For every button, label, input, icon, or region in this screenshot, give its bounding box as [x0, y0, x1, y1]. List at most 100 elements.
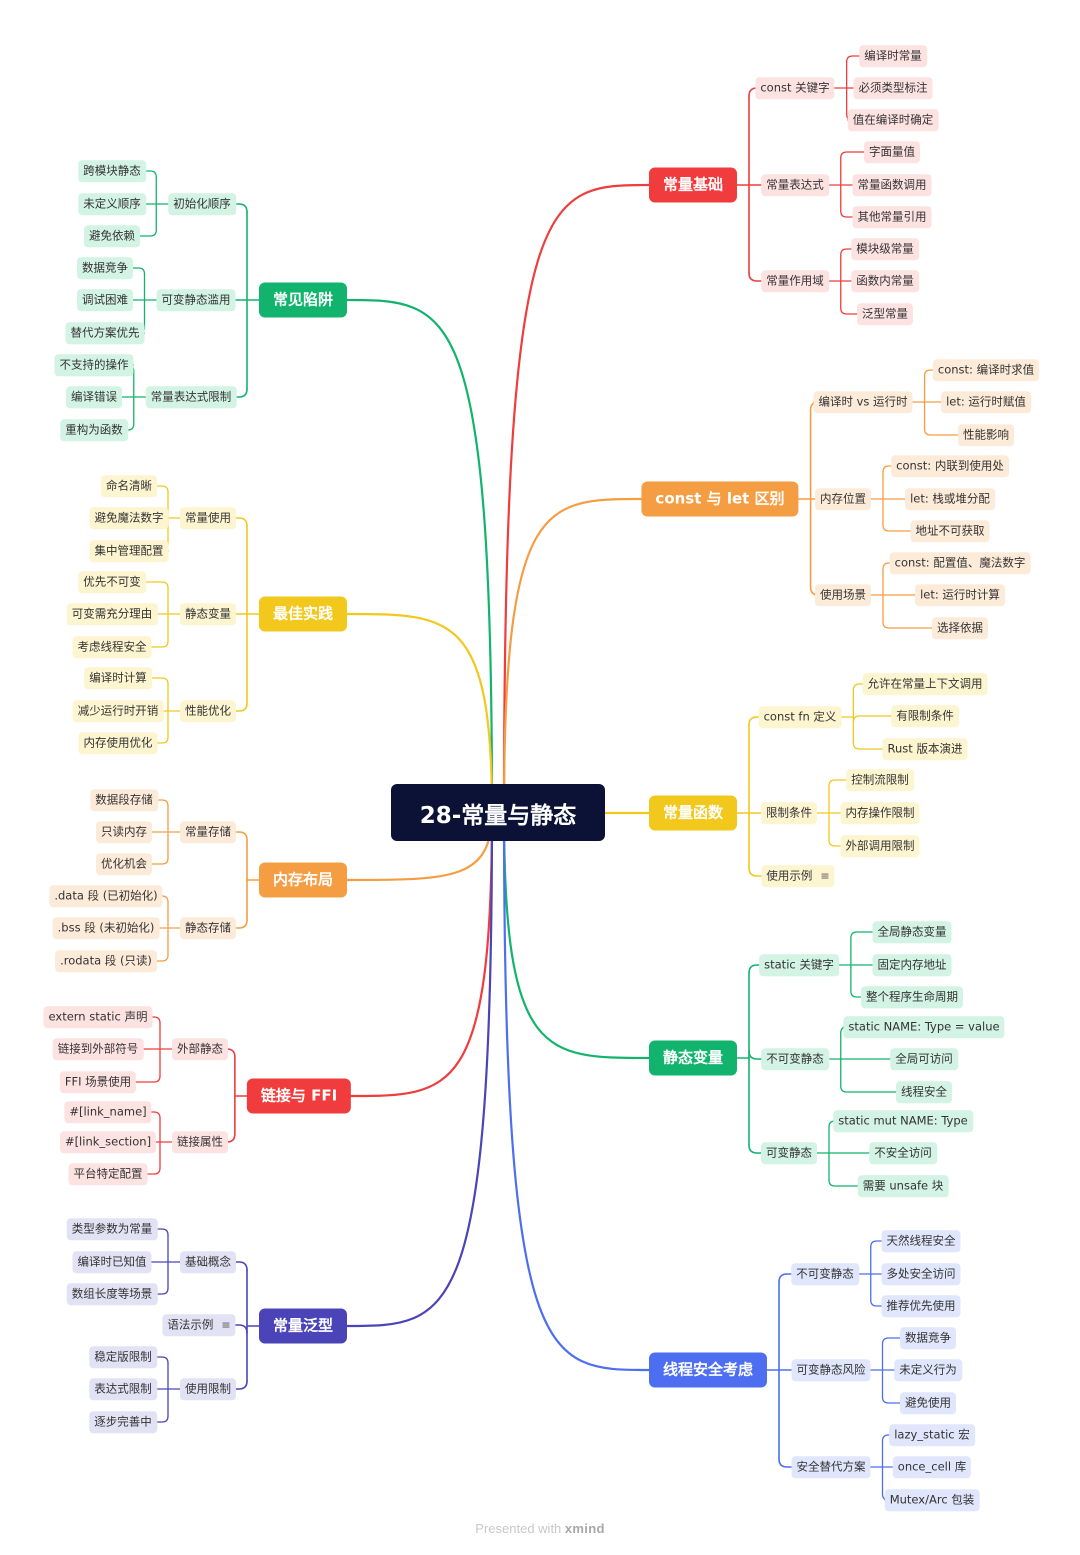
subtopic[interactable]: static 关键字	[759, 954, 839, 976]
branch-pitfalls[interactable]: 常见陷阱	[258, 282, 348, 318]
leaf-topic[interactable]: 地址不可获取	[910, 520, 990, 542]
subtopic[interactable]: 常量表达式限制	[145, 386, 237, 408]
leaf-topic[interactable]: 跨模块静态	[78, 160, 146, 182]
leaf-topic[interactable]: 整个程序生命周期	[861, 986, 963, 1008]
branch-static-vars[interactable]: 静态变量	[648, 1040, 738, 1076]
subtopic[interactable]: 基础概念	[180, 1251, 236, 1273]
branch-best-practice[interactable]: 最佳实践	[258, 596, 348, 632]
leaf-topic[interactable]: 字面量值	[864, 141, 920, 163]
subtopic[interactable]: 语法示例≡	[162, 1314, 236, 1336]
leaf-topic[interactable]: 避免依赖	[84, 225, 140, 247]
leaf-topic[interactable]: 多处安全访问	[881, 1263, 961, 1285]
leaf-topic[interactable]: FFI 场景使用	[59, 1071, 137, 1093]
subtopic[interactable]: 链接属性	[172, 1131, 228, 1153]
subtopic[interactable]: const fn 定义	[758, 706, 842, 728]
leaf-topic[interactable]: 推荐优先使用	[881, 1295, 961, 1317]
leaf-topic[interactable]: let: 运行时计算	[915, 584, 1005, 606]
leaf-topic[interactable]: 值在编译时确定	[847, 109, 939, 131]
leaf-topic[interactable]: 天然线程安全	[881, 1230, 961, 1252]
subtopic[interactable]: 常量存储	[180, 821, 236, 843]
subtopic[interactable]: 使用场景	[815, 584, 871, 606]
leaf-topic[interactable]: 减少运行时开销	[72, 700, 164, 722]
subtopic[interactable]: 安全替代方案	[791, 1456, 871, 1478]
leaf-topic[interactable]: 内存使用优化	[78, 732, 158, 754]
leaf-topic[interactable]: 编译时常量	[859, 45, 927, 67]
leaf-topic[interactable]: const: 编译时求值	[932, 359, 1040, 381]
note-icon[interactable]: ≡	[221, 1318, 231, 1332]
leaf-topic[interactable]: 编译时已知值	[72, 1251, 152, 1273]
leaf-topic[interactable]: 避免使用	[900, 1392, 956, 1414]
note-icon[interactable]: ≡	[820, 869, 830, 883]
branch-const-generics[interactable]: 常量泛型	[258, 1308, 348, 1344]
subtopic[interactable]: 可变静态滥用	[156, 289, 236, 311]
subtopic[interactable]: 常量作用域	[761, 270, 829, 292]
leaf-topic[interactable]: 未定义顺序	[78, 193, 146, 215]
leaf-topic[interactable]: 稳定版限制	[89, 1346, 157, 1368]
subtopic[interactable]: 不可变静态	[761, 1048, 829, 1070]
leaf-topic[interactable]: lazy_static 宏	[889, 1424, 975, 1446]
leaf-topic[interactable]: 集中管理配置	[89, 540, 169, 562]
leaf-topic[interactable]: .rodata 段 (只读)	[55, 950, 157, 972]
subtopic[interactable]: 不可变静态	[791, 1263, 859, 1285]
branch-const-vs-let[interactable]: const 与 let 区别	[641, 481, 799, 517]
leaf-topic[interactable]: 替代方案优先	[65, 322, 145, 344]
leaf-topic[interactable]: .data 段 (已初始化)	[49, 885, 163, 907]
leaf-topic[interactable]: 可变需充分理由	[66, 603, 158, 625]
leaf-topic[interactable]: 全局静态变量	[872, 921, 952, 943]
leaf-topic[interactable]: 优化机会	[96, 853, 152, 875]
leaf-topic[interactable]: #[link_section]	[59, 1131, 157, 1153]
leaf-topic[interactable]: static NAME: Type = value	[843, 1016, 1005, 1038]
leaf-topic[interactable]: 有限制条件	[891, 705, 959, 727]
leaf-topic[interactable]: 模块级常量	[851, 238, 919, 260]
leaf-topic[interactable]: 性能影响	[958, 424, 1014, 446]
leaf-topic[interactable]: 控制流限制	[846, 769, 914, 791]
subtopic[interactable]: 可变静态风险	[791, 1359, 871, 1381]
branch-const-basics[interactable]: 常量基础	[648, 167, 738, 203]
leaf-topic[interactable]: 链接到外部符号	[52, 1038, 144, 1060]
leaf-topic[interactable]: Mutex/Arc 包装	[884, 1489, 980, 1511]
leaf-topic[interactable]: 命名清晰	[101, 475, 157, 497]
leaf-topic[interactable]: 必须类型标注	[853, 77, 933, 99]
leaf-topic[interactable]: 其他常量引用	[852, 206, 932, 228]
root-topic[interactable]: 28-常量与静态	[391, 784, 605, 841]
leaf-topic[interactable]: 未定义行为	[894, 1359, 962, 1381]
leaf-topic[interactable]: 选择依据	[932, 617, 988, 639]
leaf-topic[interactable]: 线程安全	[896, 1081, 952, 1103]
leaf-topic[interactable]: static mut NAME: Type	[833, 1110, 973, 1132]
leaf-topic[interactable]: 数据竞争	[900, 1327, 956, 1349]
leaf-topic[interactable]: Rust 版本演进	[882, 738, 968, 760]
leaf-topic[interactable]: let: 栈或堆分配	[905, 488, 995, 510]
leaf-topic[interactable]: 不安全访问	[869, 1142, 937, 1164]
leaf-topic[interactable]: 常量函数调用	[852, 174, 932, 196]
subtopic[interactable]: 使用限制	[180, 1378, 236, 1400]
branch-memory-layout[interactable]: 内存布局	[258, 862, 348, 898]
leaf-topic[interactable]: .bss 段 (未初始化)	[52, 917, 160, 939]
leaf-topic[interactable]: 全局可访问	[890, 1048, 958, 1070]
subtopic[interactable]: 常量表达式	[761, 174, 829, 196]
branch-const-fn[interactable]: 常量函数	[648, 795, 738, 831]
leaf-topic[interactable]: 重构为函数	[60, 419, 128, 441]
subtopic[interactable]: const 关键字	[755, 77, 835, 99]
leaf-topic[interactable]: 优先不可变	[78, 571, 146, 593]
subtopic[interactable]: 初始化顺序	[168, 193, 236, 215]
leaf-topic[interactable]: 不支持的操作	[54, 354, 134, 376]
leaf-topic[interactable]: let: 运行时赋值	[941, 391, 1031, 413]
leaf-topic[interactable]: 数组长度等场景	[66, 1283, 158, 1305]
leaf-topic[interactable]: 允许在常量上下文调用	[862, 673, 988, 695]
subtopic[interactable]: 内存位置	[815, 488, 871, 510]
leaf-topic[interactable]: 泛型常量	[857, 303, 913, 325]
subtopic[interactable]: 常量使用	[180, 507, 236, 529]
subtopic[interactable]: 限制条件	[761, 802, 817, 824]
leaf-topic[interactable]: 编译时计算	[84, 667, 152, 689]
leaf-topic[interactable]: 只读内存	[96, 821, 152, 843]
leaf-topic[interactable]: 数据段存储	[90, 789, 158, 811]
leaf-topic[interactable]: once_cell 库	[892, 1456, 972, 1478]
leaf-topic[interactable]: extern static 声明	[43, 1006, 153, 1028]
leaf-topic[interactable]: 内存操作限制	[840, 802, 920, 824]
leaf-topic[interactable]: 编译错误	[66, 386, 122, 408]
leaf-topic[interactable]: 调试困难	[77, 289, 133, 311]
leaf-topic[interactable]: 外部调用限制	[840, 835, 920, 857]
branch-ffi[interactable]: 链接与 FFI	[246, 1078, 352, 1114]
leaf-topic[interactable]: 函数内常量	[851, 270, 919, 292]
leaf-topic[interactable]: 逐步完善中	[89, 1411, 157, 1433]
